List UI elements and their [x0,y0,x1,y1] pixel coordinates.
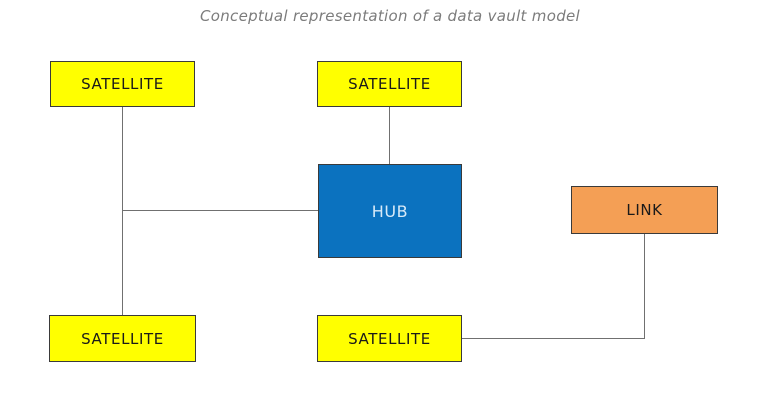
node-hub[interactable]: HUB [318,164,462,258]
node-label: SATELLITE [348,75,431,93]
node-label: SATELLITE [348,329,431,348]
node-label: SATELLITE [81,329,164,348]
connector-link-to-satellite-bottom-middle [462,338,645,339]
node-link[interactable]: LINK [571,186,718,234]
node-satellite-top-middle[interactable]: SATELLITE [317,61,462,107]
connector-link-vertical [644,234,645,339]
connector-trunk-to-hub [123,210,318,211]
node-satellite-bottom-left[interactable]: SATELLITE [49,315,196,362]
connector-satellite-left-trunk [122,107,123,315]
node-label: LINK [626,201,663,219]
connector-satellite-top-middle-to-hub [389,107,390,164]
node-label: HUB [371,201,409,221]
node-label: SATELLITE [81,75,164,93]
node-satellite-bottom-middle[interactable]: SATELLITE [317,315,462,362]
node-satellite-top-left[interactable]: SATELLITE [50,61,195,107]
diagram-title: Conceptual representation of a data vaul… [199,7,581,25]
